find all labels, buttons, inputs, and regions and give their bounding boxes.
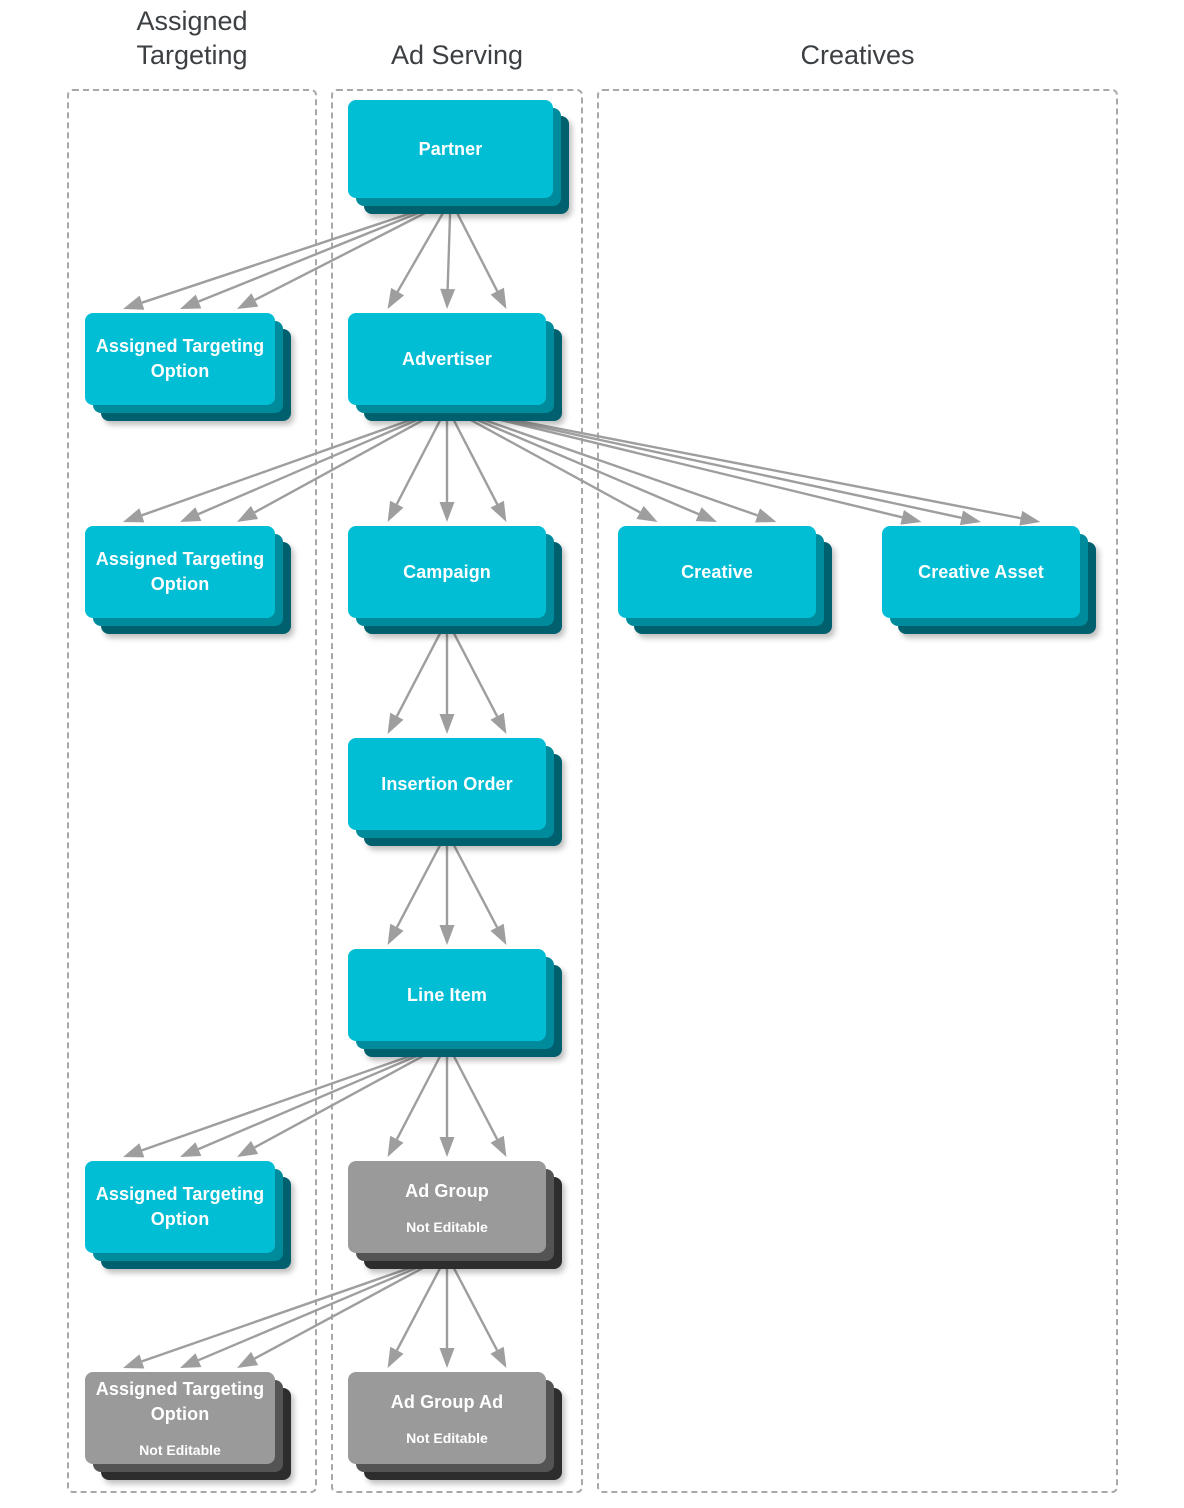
card-face: Advertiser xyxy=(348,313,546,405)
node-assigned-targeting-option-ad-group[interactable]: Assigned Targeting Option Not Editable xyxy=(85,1372,291,1480)
card-face: Creative Asset xyxy=(882,526,1080,618)
column-title-creatives: Creatives xyxy=(800,40,915,70)
node-creative[interactable]: Creative xyxy=(618,526,832,634)
card-face: Ad Group Not Editable xyxy=(348,1161,546,1253)
group-container-assigned-targeting xyxy=(67,89,317,1493)
card-face: Insertion Order xyxy=(348,738,546,830)
card-face: Line Item xyxy=(348,949,546,1041)
node-title: Line Item xyxy=(407,984,487,1005)
node-title: Assigned Targeting Option xyxy=(95,336,265,381)
card-face: Assigned Targeting Option xyxy=(85,526,275,618)
node-ad-group-ad[interactable]: Ad Group Ad Not Editable xyxy=(348,1372,562,1480)
column-title-assigned-targeting: Assigned Targeting xyxy=(136,6,248,70)
node-advertiser[interactable]: Advertiser xyxy=(348,313,562,421)
node-creative-asset[interactable]: Creative Asset xyxy=(882,526,1096,634)
card-face: Assigned Targeting Option xyxy=(85,1161,275,1253)
node-title: Insertion Order xyxy=(381,773,513,794)
node-title: Campaign xyxy=(403,561,491,582)
column-title-ad-serving: Ad Serving xyxy=(390,40,524,70)
node-title: Creative Asset xyxy=(918,561,1044,582)
node-line-item[interactable]: Line Item xyxy=(348,949,562,1057)
node-title: Creative xyxy=(681,561,753,582)
node-title: Advertiser xyxy=(401,348,493,369)
node-title: Assigned Targeting Option xyxy=(95,1379,265,1424)
group-container-ad-serving xyxy=(331,89,583,1493)
node-title: Partner xyxy=(418,138,483,159)
node-title: Ad Group xyxy=(405,1180,489,1201)
node-assigned-targeting-option-line-item[interactable]: Assigned Targeting Option xyxy=(85,1161,291,1269)
card-face: Assigned Targeting Option Not Editable xyxy=(85,1372,275,1464)
group-container-creatives xyxy=(597,89,1118,1493)
node-subtitle: Not Editable xyxy=(406,1429,488,1446)
card-face: Ad Group Ad Not Editable xyxy=(348,1372,546,1464)
node-title: Ad Group Ad xyxy=(390,1391,504,1412)
node-ad-group[interactable]: Ad Group Not Editable xyxy=(348,1161,562,1269)
card-face: Assigned Targeting Option xyxy=(85,313,275,405)
card-face: Campaign xyxy=(348,526,546,618)
node-title: Assigned Targeting Option xyxy=(95,1184,265,1229)
card-face: Creative xyxy=(618,526,816,618)
card-face: Partner xyxy=(348,100,553,198)
node-partner[interactable]: Partner xyxy=(348,100,569,214)
node-title: Assigned Targeting Option xyxy=(95,549,265,594)
node-subtitle: Not Editable xyxy=(406,1218,488,1235)
node-campaign[interactable]: Campaign xyxy=(348,526,562,634)
node-assigned-targeting-option-partner[interactable]: Assigned Targeting Option xyxy=(85,313,291,421)
node-subtitle: Not Editable xyxy=(139,1442,221,1458)
node-assigned-targeting-option-advertiser[interactable]: Assigned Targeting Option xyxy=(85,526,291,634)
node-insertion-order[interactable]: Insertion Order xyxy=(348,738,562,846)
